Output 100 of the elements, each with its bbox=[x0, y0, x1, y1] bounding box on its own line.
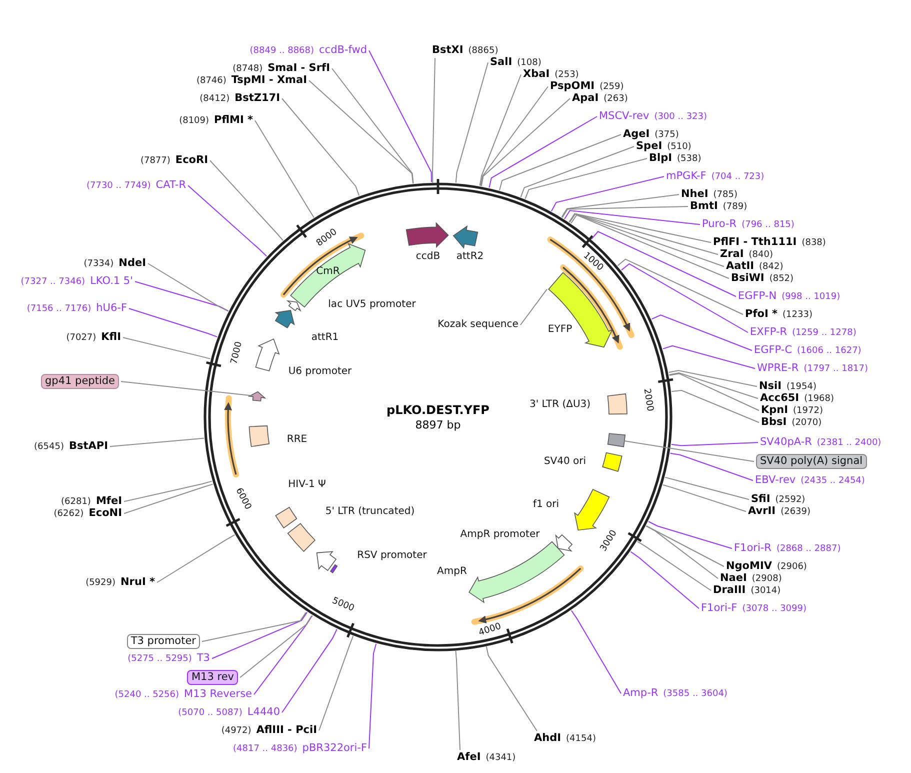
site-position: (8412) bbox=[200, 93, 230, 105]
leader-line bbox=[368, 50, 432, 183]
primer-name: EXFP-R bbox=[750, 326, 788, 338]
leader-line bbox=[455, 650, 460, 750]
feature-tag: T3 promoter bbox=[126, 634, 200, 649]
primer-position: (5070 .. 5087) bbox=[178, 707, 242, 719]
site-position: (8748) bbox=[232, 63, 263, 75]
leader-line bbox=[134, 281, 229, 312]
leader-line bbox=[480, 98, 570, 186]
leader-line bbox=[569, 214, 724, 267]
site-name: SpeI bbox=[636, 140, 662, 152]
site-position: (8746) bbox=[196, 75, 226, 87]
leader-line bbox=[368, 643, 377, 749]
leader-line bbox=[282, 628, 338, 713]
leader-line bbox=[499, 134, 622, 191]
primer-name: Amp-R bbox=[623, 687, 658, 699]
feature-label: ccdB bbox=[416, 251, 440, 263]
primer-position: (1259 .. 1278) bbox=[792, 327, 856, 339]
site-position: (8865) bbox=[468, 45, 498, 57]
site-name: DraIII bbox=[713, 584, 746, 596]
site-name: Acc65I bbox=[760, 392, 800, 404]
leader-line bbox=[670, 452, 754, 481]
feature-label: f1 ori bbox=[532, 499, 560, 511]
primer-position: (300 .. 323) bbox=[654, 111, 708, 123]
primer-position: (998 .. 1019) bbox=[782, 291, 840, 303]
leader-line bbox=[620, 263, 748, 333]
primer-position: (2435 .. 2454) bbox=[800, 475, 865, 487]
primer-name: hU6-F bbox=[96, 302, 127, 314]
primer-name: M13 Reverse bbox=[184, 688, 252, 700]
primer-name: EBV-rev bbox=[755, 474, 796, 486]
site-position: (4972) bbox=[221, 725, 252, 737]
primer-position: (2381 .. 2400) bbox=[816, 437, 882, 449]
leader-line bbox=[254, 615, 313, 695]
leader-line bbox=[455, 62, 488, 184]
primer-position: (5275 .. 5295) bbox=[128, 653, 192, 665]
site-position: (1972) bbox=[793, 405, 823, 417]
scale-label: 4000 bbox=[477, 621, 502, 638]
site-name: TspMI - XmaI bbox=[231, 74, 307, 86]
site-name: AhdI bbox=[534, 732, 562, 744]
site-name: BlpI bbox=[649, 152, 672, 164]
primer-position: (7156 .. 7176) bbox=[26, 303, 92, 315]
leader-line bbox=[670, 442, 758, 446]
site-name: BstXI bbox=[432, 44, 464, 56]
site-name: NruI * bbox=[120, 576, 155, 588]
site-position: (510) bbox=[667, 141, 692, 153]
primer-position: (704 .. 723) bbox=[711, 171, 764, 183]
site-name: MfeI bbox=[96, 495, 122, 507]
site-name: ZraI bbox=[720, 248, 744, 260]
leader-line bbox=[646, 525, 724, 567]
feature-box bbox=[607, 433, 626, 448]
site-position: (5929) bbox=[86, 577, 116, 589]
site-position: (259) bbox=[600, 81, 624, 93]
site-position: (1954) bbox=[786, 381, 816, 393]
primer-name: pBR322ori-F bbox=[302, 742, 367, 754]
leader-line bbox=[662, 484, 746, 512]
primer-position: (3585 .. 3604) bbox=[663, 688, 728, 700]
site-name: KflI bbox=[101, 331, 121, 343]
primer-name: MSCV-rev bbox=[599, 110, 650, 122]
site-name: XbaI bbox=[523, 68, 550, 80]
leader-line bbox=[486, 646, 538, 732]
leader-line bbox=[488, 116, 598, 188]
leader-line bbox=[332, 68, 414, 184]
site-name: PflFI - Tth111I bbox=[713, 236, 797, 248]
leader-line bbox=[550, 176, 664, 212]
site-name: PflMI * bbox=[214, 114, 253, 126]
site-position: (4341) bbox=[486, 752, 516, 764]
site-position: (4154) bbox=[566, 733, 596, 745]
leader-line bbox=[668, 373, 760, 411]
plasmid-size: 8897 bp bbox=[415, 418, 461, 432]
feature-label: RSV promoter bbox=[357, 550, 427, 562]
primer-name: LKO.1 5' bbox=[90, 275, 133, 287]
site-name: PspOMI bbox=[550, 80, 595, 92]
leader-line bbox=[479, 74, 522, 186]
leader-line bbox=[648, 521, 732, 549]
leader-line bbox=[110, 438, 204, 447]
feature-tag: M13 rev bbox=[187, 670, 238, 685]
site-position: (7027) bbox=[66, 332, 96, 344]
leader-line bbox=[662, 345, 756, 369]
leader-line bbox=[568, 213, 718, 255]
site-name: NaeI bbox=[720, 572, 747, 584]
leader-line bbox=[636, 540, 712, 591]
site-name: NsiI bbox=[759, 380, 782, 392]
primer-position: (2868 .. 2887) bbox=[776, 543, 841, 555]
site-name: SmaI - SrfI bbox=[268, 62, 330, 74]
feature-tag: gp41 peptide bbox=[41, 374, 119, 389]
leader-line bbox=[617, 258, 744, 315]
site-name: NheI bbox=[681, 188, 708, 200]
site-position: (2639) bbox=[780, 506, 811, 518]
primer-name: SV40pA-R bbox=[760, 436, 812, 448]
site-position: (108) bbox=[517, 57, 542, 69]
primer-name: T3 bbox=[196, 652, 210, 664]
site-name: AvrII bbox=[748, 505, 776, 517]
feature-label: AmpR bbox=[437, 566, 467, 578]
feature-label: HIV-1 Ψ bbox=[288, 479, 326, 491]
site-position: (1233) bbox=[782, 309, 812, 321]
leader-line bbox=[148, 263, 229, 312]
site-position: (838) bbox=[802, 237, 826, 249]
site-name: NdeI bbox=[118, 257, 146, 269]
site-name: BbsI bbox=[761, 416, 787, 428]
leader-line bbox=[671, 390, 760, 423]
